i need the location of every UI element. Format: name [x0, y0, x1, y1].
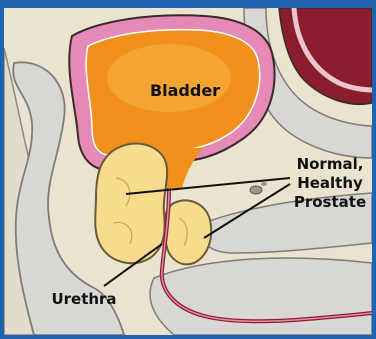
prostate-label-line3: Prostate [294, 193, 366, 211]
bladder-highlight [107, 44, 231, 112]
prostate-label-line1: Normal, [297, 155, 364, 173]
perineum-tissue [150, 258, 372, 335]
prostate-left-lobe [95, 144, 167, 264]
seminal-duct-detail-small [261, 182, 267, 186]
anatomy-canvas: Bladder Normal, Healthy Prostate Urethra [4, 8, 372, 335]
prostate-label-line2: Healthy [297, 174, 363, 192]
seminal-duct-detail [250, 186, 262, 194]
prostate-right-lobe [164, 200, 211, 264]
bladder-label: Bladder [150, 81, 220, 100]
anatomy-illustration: Bladder Normal, Healthy Prostate Urethra [4, 8, 372, 335]
urethra-label: Urethra [51, 290, 116, 308]
